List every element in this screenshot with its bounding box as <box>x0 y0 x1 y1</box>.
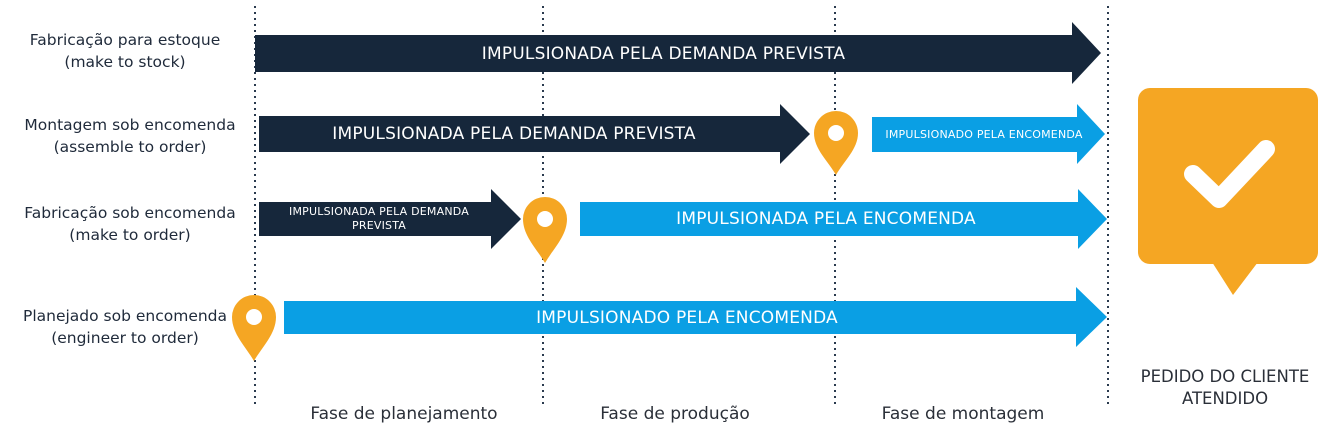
pin-row3 <box>523 197 567 263</box>
phase-assembly: Fase de montagem <box>881 404 1045 424</box>
row1-label-line1: Fabricação para estoque <box>29 31 221 49</box>
row2-arrow1-text: IMPULSIONADA PELA DEMANDA PREVISTA <box>332 124 696 144</box>
row2-label-line1: Montagem sob encomenda <box>24 116 236 134</box>
row1-label-line2: (make to stock) <box>64 53 186 71</box>
row2-order-arrow <box>872 104 1105 164</box>
row1-label: Fabricação para estoque (make to stock) <box>10 29 240 73</box>
checkmark-icon <box>1184 140 1275 208</box>
row3-label: Fabricação sob encomenda (make to order) <box>10 202 250 246</box>
order-fulfilled-line2: ATENDIDO <box>1181 389 1269 408</box>
pin-row4 <box>232 295 276 361</box>
row2-label: Montagem sob encomenda (assemble to orde… <box>10 114 250 158</box>
row2-label-line2: (assemble to order) <box>53 138 207 156</box>
row4-label: Planejado sob encomenda (engineer to ord… <box>10 305 240 349</box>
row3-order-arrow <box>580 189 1107 249</box>
row4-label-line2: (engineer to order) <box>51 329 199 347</box>
row3-label-line1: Fabricação sob encomenda <box>24 204 236 222</box>
order-fulfilled-label: PEDIDO DO CLIENTE ATENDIDO <box>1120 366 1330 410</box>
row3-label-line2: (make to order) <box>69 226 191 244</box>
phase-planning: Fase de planejamento <box>310 404 498 424</box>
row3-arrow1-line2: PREVISTA <box>352 219 406 232</box>
row3-forecast-arrow <box>259 189 521 249</box>
pin-row2 <box>814 111 858 175</box>
row3-arrow1-line1: IMPULSIONADA PELA DEMANDA <box>289 205 469 218</box>
row3-arrow2-text: IMPULSIONADA PELA ENCOMENDA <box>676 209 976 229</box>
order-fulfilled-badge <box>1138 88 1318 295</box>
row3-arrow1-text: IMPULSIONADA PELA DEMANDA PREVISTA <box>259 202 499 236</box>
row4-arrow-text: IMPULSIONADO PELA ENCOMENDA <box>536 307 838 328</box>
row4-order-arrow <box>284 287 1107 347</box>
order-fulfilled-line1: PEDIDO DO CLIENTE <box>1140 367 1310 386</box>
row1-arrow-text: IMPULSIONADA PELA DEMANDA PREVISTA <box>481 43 846 64</box>
row4-label-line1: Planejado sob encomenda <box>22 307 228 325</box>
phase-production: Fase de produção <box>600 404 750 424</box>
row1-forecast-arrow <box>255 22 1101 84</box>
row2-forecast-arrow <box>259 104 810 164</box>
row2-arrow2-text: IMPULSIONADO PELA ENCOMENDA <box>885 127 1083 141</box>
